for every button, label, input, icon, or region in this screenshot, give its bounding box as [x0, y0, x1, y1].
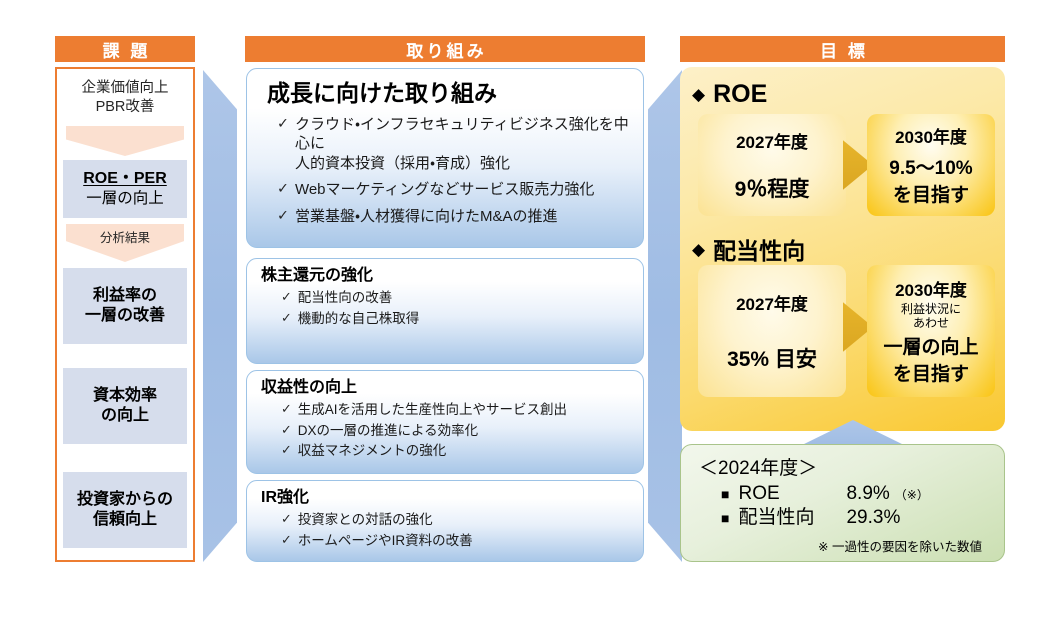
bullet-text: ホームページやIR資料の改善 [297, 532, 473, 548]
check-icon: ✓ [281, 401, 292, 417]
goal-roe-current-value: 9％程度 [734, 177, 810, 201]
left-box-capital-efficiency: 資本効率 の向上 [63, 368, 187, 444]
diamond-icon: ◆ [692, 239, 706, 259]
bullet-item: ✓ クラウド・インフラセキュリティビジネス強化を中心に人的資本投資（採用・育成）… [277, 115, 633, 174]
bullet-text: Webマーケティングなどサービス販売力強化 [294, 181, 595, 199]
result-label: ROE [738, 483, 780, 504]
goal-roe-target-year: 2030年度 [895, 128, 967, 147]
initiative-card-ir-bullets: ✓ 投資家との対話の強化 ✓ ホームページやIR資料の改善 [259, 511, 633, 549]
result-row: ■ ROE 8.9% （※） [721, 482, 990, 506]
goal-roe-target-value: 9.5～10% [889, 158, 973, 179]
bullet-item: ✓ 営業基盤・人材獲得に向けたM&Aの推進 [277, 207, 633, 227]
goal-roe-target-suffix: を目指す [892, 185, 969, 206]
initiative-card-profitability-title: 収益性の向上 [261, 379, 358, 396]
square-bullet-icon: ■ [721, 486, 730, 502]
left-box-roe-per-line2: 一層の向上 [86, 190, 164, 208]
initiative-card-ir-title: IR強化 [261, 489, 310, 506]
goal-payout-target-note1: 利益状況に [900, 301, 961, 316]
goal-payout-current-year: 2027年度 [736, 294, 808, 314]
goal-payout-target-year: 2030年度 [895, 280, 967, 300]
check-icon: ✓ [281, 309, 292, 325]
initiative-card-growth-bullets: ✓ クラウド・インフラセキュリティビジネス強化を中心に人的資本投資（採用・育成）… [259, 115, 633, 227]
left-box-trust-line2: 信頼向上 [92, 511, 157, 528]
check-icon: ✓ [277, 115, 289, 132]
goal-roe-current-year: 2027年度 [736, 132, 808, 152]
left-box-capital-line2: の向上 [100, 407, 149, 424]
goal-payout-target-box: 2030年度 利益状況に あわせ 一層の向上 を目指す [867, 265, 995, 397]
right-column-header: 目 標 [680, 36, 1005, 62]
left-top-text-line2: PBR改善 [95, 99, 155, 115]
bullet-item: ✓ 機動的な自己株取得 [281, 310, 633, 328]
bullet-item: ✓ 生成AIを活用した生産性向上やサービス創出 [281, 401, 633, 419]
bullet-text: 営業基盤・人材獲得に向けたM&Aの推進 [294, 207, 558, 225]
goal-payout-current-value: 35% 目安 [727, 347, 817, 371]
result-label: 配当性向 [738, 506, 815, 528]
initiative-card-shareholder-return: 株主還元の強化 ✓ 配当性向の改善 ✓ 機動的な自己株取得 [246, 258, 644, 364]
bullet-text: クラウド・インフラセキュリティビジネス強化を中心に人的資本投資（採用・育成）強化 [294, 115, 629, 172]
initiative-card-growth-title: 成長に向けた取り組み [267, 80, 497, 106]
goal-roe-title: ROE [713, 80, 768, 108]
bullet-text: 機動的な自己株取得 [297, 310, 420, 326]
goal-payout-target-value: 一層の向上 [883, 337, 979, 359]
middle-column-header: 取り組み [245, 36, 645, 62]
left-box-capital-line1: 資本効率 [92, 386, 157, 404]
result-row: ■ 配当性向 29.3% [721, 506, 990, 530]
result-value: 8.9% [846, 483, 890, 504]
result-value: 29.3% [846, 506, 901, 528]
left-column-header: 課 題 [55, 36, 195, 62]
goal-roe-current-box: 2027年度 9％程度 [698, 114, 846, 216]
left-top-text-line1: 企業価値向上 [81, 80, 169, 97]
bullet-item: ✓ 配当性向の改善 [281, 289, 633, 307]
left-box-profit-line2: 一層の改善 [84, 307, 165, 324]
left-box-investor-trust: 投資家からの 信頼向上 [63, 472, 187, 548]
initiative-card-shareholder-return-bullets: ✓ 配当性向の改善 ✓ 機動的な自己株取得 [259, 289, 633, 327]
left-box-trust-line1: 投資家からの [76, 490, 173, 508]
initiative-card-profitability-bullets: ✓ 生成AIを活用した生産性向上やサービス創出 ✓ DXの一層の推進による効率化… [259, 401, 633, 460]
left-box-roe-per-line1: ROE・PER [83, 169, 167, 187]
goal-roe-target-box: 2030年度 9.5～10% を目指す [867, 114, 995, 216]
bullet-item: ✓ 投資家との対話の強化 [281, 511, 633, 529]
goal-payout-current-box: 2027年度 35% 目安 [698, 265, 846, 397]
bullet-item: ✓ ホームページやIR資料の改善 [281, 532, 633, 550]
result-title: ＜2024年度＞ [699, 458, 818, 479]
initiative-card-shareholder-return-title: 株主還元の強化 [261, 267, 374, 284]
bullet-item: ✓ 収益マネジメントの強化 [281, 442, 633, 460]
square-bullet-icon: ■ [721, 509, 730, 526]
bullet-text: 収益マネジメントの強化 [297, 443, 447, 459]
check-icon: ✓ [277, 181, 289, 198]
chevron-arrow-left-icon [203, 70, 237, 562]
result-panel: ＜2024年度＞ ■ ROE 8.9% （※） ■ 配当性向 29.3% ※ 一… [680, 444, 1005, 562]
bullet-item: ✓ Webマーケティングなどサービス販売力強化 [277, 180, 633, 200]
left-top-text: 企業価値向上 PBR改善 [60, 74, 190, 122]
goal-payout-title-row: ◆ 配当性向 [692, 232, 805, 266]
analysis-result-label: 分析結果 [99, 231, 150, 245]
bullet-item: ✓ DXの一層の推進による効率化 [281, 422, 633, 440]
bullet-text: 配当性向の改善 [297, 290, 393, 306]
left-box-profit-line1: 利益率の [92, 286, 157, 304]
check-icon: ✓ [277, 207, 289, 224]
result-footnote: ※ 一過性の要因を除いた数値 [818, 539, 982, 554]
chevron-arrow-right-icon [648, 70, 682, 562]
check-icon: ✓ [281, 421, 292, 437]
left-box-profit-margin: 利益率の 一層の改善 [63, 268, 187, 344]
left-box-roe-per: ROE・PER 一層の向上 [63, 160, 187, 218]
goal-roe-title-row: ◆ ROE [692, 80, 767, 109]
check-icon: ✓ [281, 511, 292, 527]
initiative-card-growth: 成長に向けた取り組み ✓ クラウド・インフラセキュリティビジネス強化を中心に人的… [246, 68, 644, 248]
bullet-text: 投資家との対話の強化 [297, 512, 433, 528]
check-icon: ✓ [281, 289, 292, 305]
result-note: （※） [894, 488, 929, 502]
goal-payout-target-suffix: を目指す [892, 364, 969, 386]
initiative-card-ir: IR強化 ✓ 投資家との対話の強化 ✓ ホームページやIR資料の改善 [246, 480, 644, 562]
bullet-text: 生成AIを活用した生産性向上やサービス創出 [297, 402, 568, 418]
check-icon: ✓ [281, 531, 292, 547]
initiative-card-profitability: 収益性の向上 ✓ 生成AIを活用した生産性向上やサービス創出 ✓ DXの一層の推… [246, 370, 644, 474]
bullet-text: DXの一層の推進による効率化 [297, 422, 479, 438]
goal-payout-target-note2: あわせ [912, 315, 949, 330]
goal-payout-title: 配当性向 [713, 238, 806, 264]
diamond-icon: ◆ [692, 85, 706, 104]
check-icon: ✓ [281, 442, 292, 458]
